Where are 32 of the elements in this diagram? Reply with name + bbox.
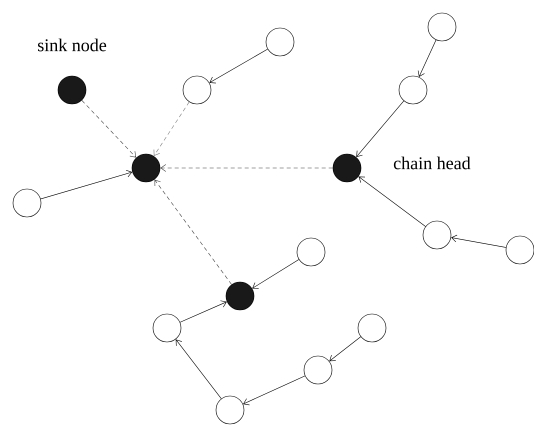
sensor-node-circle — [266, 28, 294, 56]
arrow — [154, 102, 190, 156]
arrow — [451, 234, 506, 248]
sensor-node-circle — [358, 314, 386, 342]
arrow — [160, 164, 333, 172]
sensor-node-circle — [398, 76, 428, 104]
arrow — [176, 339, 222, 399]
arrow — [243, 376, 306, 406]
sensor-node-circle — [12, 188, 42, 218]
arrow — [418, 40, 436, 77]
arrow — [252, 259, 300, 289]
arrow — [358, 176, 426, 227]
arrow — [180, 300, 227, 323]
sensor-node-circle — [428, 12, 456, 42]
sensor-node-circle — [422, 220, 452, 250]
cluster-head-dot — [332, 154, 362, 182]
arrow — [356, 100, 404, 158]
cluster-head-dot — [132, 154, 160, 182]
sensor-node-circle — [152, 314, 182, 342]
arrow — [82, 100, 136, 158]
arrow — [154, 180, 232, 285]
arrow — [209, 48, 268, 84]
cluster-head-dot — [226, 282, 254, 310]
sensor-node-circle — [182, 76, 212, 104]
sensor-node-circle — [216, 396, 244, 424]
sensor-node-circle — [296, 238, 326, 266]
sensor-node-circle — [304, 356, 332, 384]
node-label: chain head — [394, 156, 470, 170]
arrow — [329, 336, 362, 362]
cluster-head-dot — [58, 76, 86, 104]
arrow — [40, 170, 132, 200]
node-label: sink node — [38, 38, 106, 52]
